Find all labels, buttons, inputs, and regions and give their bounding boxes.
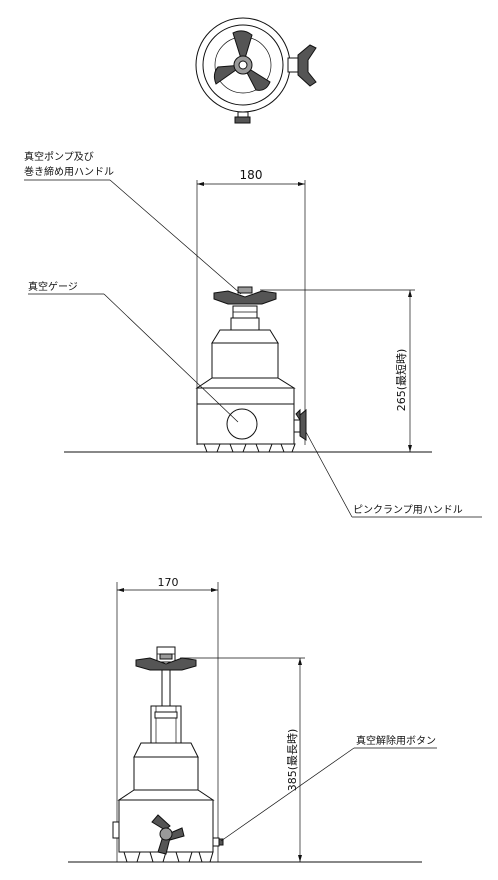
top-view-release-button xyxy=(234,111,251,124)
pump-handle-compact xyxy=(213,290,277,305)
pump-handle-extended xyxy=(135,657,197,671)
vacuum-gauge xyxy=(226,408,258,440)
top-view-inner-ring xyxy=(202,24,284,106)
dimension-height-385: 385(最長時) xyxy=(286,729,299,792)
release-button-extended xyxy=(212,837,224,847)
clamp-knob-compact xyxy=(293,408,307,441)
label-pin-clamp-handle: ピンクランプ用ハンドル xyxy=(353,504,463,516)
shoulder-compact xyxy=(195,377,296,389)
feet-extended xyxy=(123,851,214,863)
leader-pump-handle: 真空ポンプ及び 巻き締め用ハンドル xyxy=(24,150,242,295)
dimension-width-180: 180 xyxy=(240,168,263,182)
upper-cylinder-compact xyxy=(211,342,279,379)
label-vacuum-gauge: 真空ゲージ xyxy=(28,280,78,293)
dimension-width-170: 170 xyxy=(158,576,179,589)
leader-release-button: 真空解除用ボタン xyxy=(220,734,437,842)
leader-vacuum-gauge: 真空ゲージ xyxy=(28,280,239,423)
feet-compact xyxy=(203,443,296,453)
top-view xyxy=(195,17,317,124)
upper-cylinder-extended xyxy=(133,756,199,791)
dimension-height-265: 265(最短時) xyxy=(394,349,408,412)
label-tightening-handle: 巻き締め用ハンドル xyxy=(24,165,114,178)
label-vacuum-release-button: 真空解除用ボタン xyxy=(356,734,436,747)
leader-pin-clamp: ピンクランプ用ハンドル xyxy=(305,431,482,518)
clamp-knob-extended xyxy=(151,814,185,855)
front-view-compact: 180 265(最短時) xyxy=(64,168,432,453)
top-view-star-handle xyxy=(213,30,271,91)
top-view-clamp-knob xyxy=(287,44,317,87)
front-view-extended: 170 385(最長時) xyxy=(68,576,422,863)
label-vacuum-pump: 真空ポンプ及び xyxy=(24,150,94,163)
